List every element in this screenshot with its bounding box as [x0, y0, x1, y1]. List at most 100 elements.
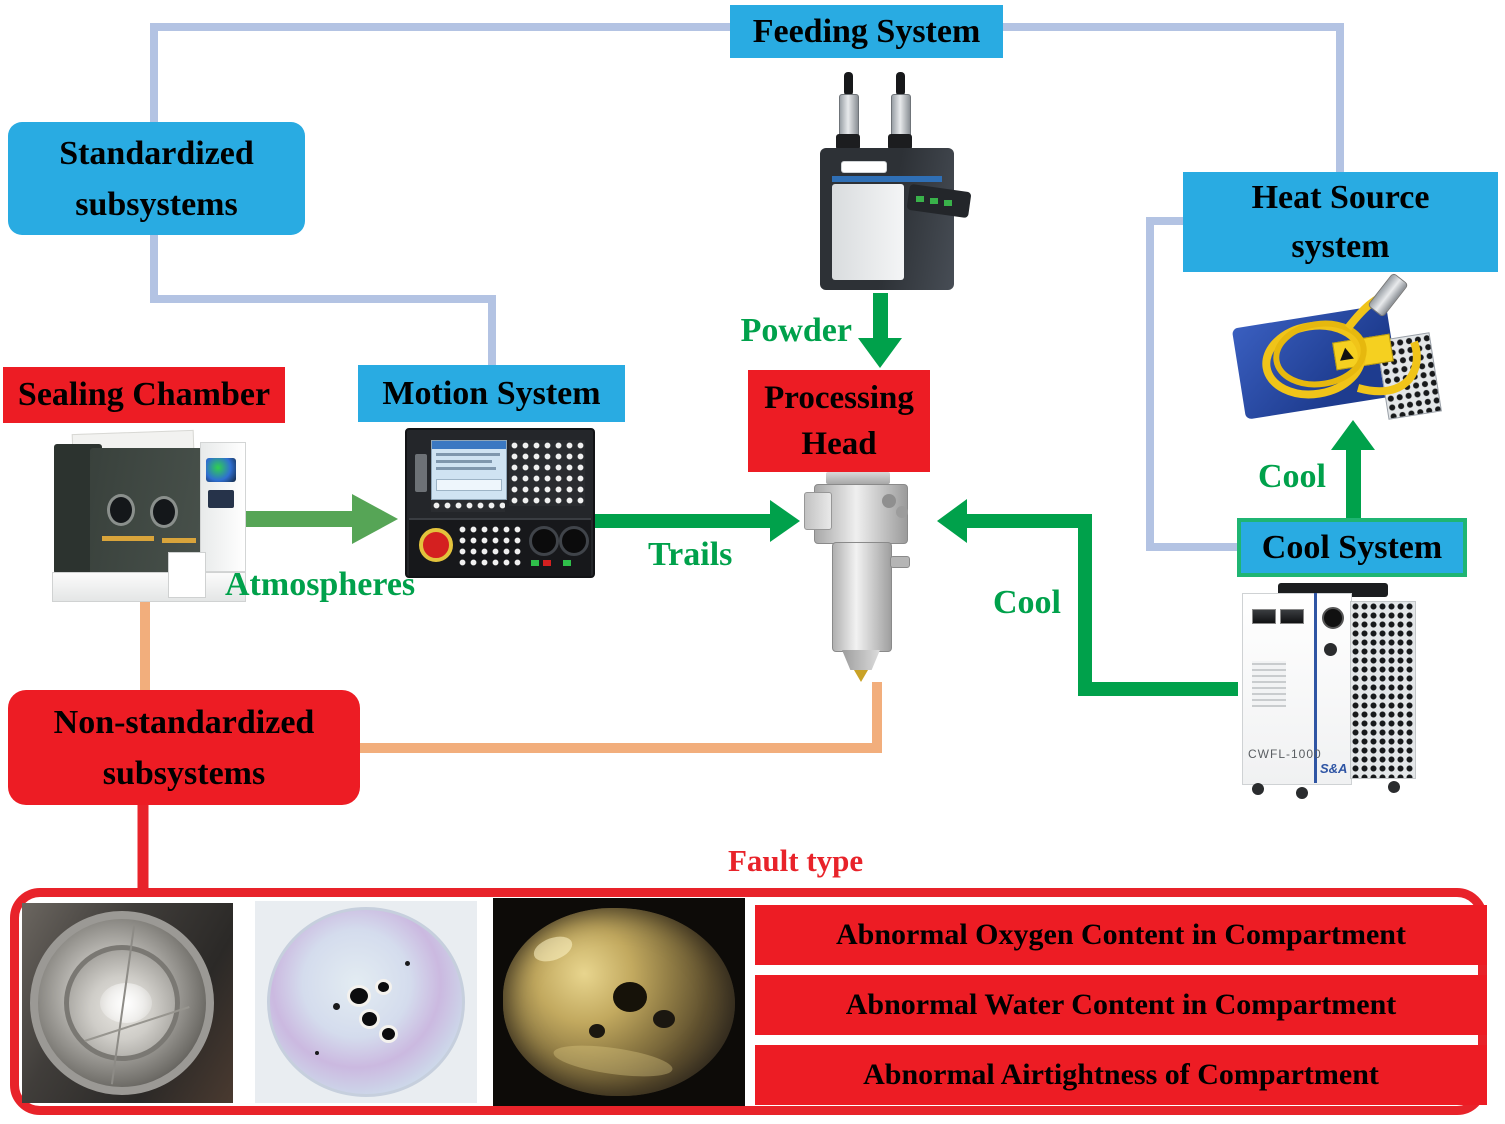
machine-yellow-strip — [162, 538, 196, 543]
panel-screen-line — [436, 467, 496, 470]
panel-lower-keys — [457, 524, 523, 568]
head-fitting — [890, 556, 910, 568]
head-side-module — [804, 492, 832, 530]
feeder-button — [916, 196, 924, 202]
arrow-trails — [593, 500, 800, 542]
cool-right-label: Cool — [1258, 458, 1326, 495]
melt-hole — [613, 982, 647, 1012]
machine-base — [52, 572, 246, 602]
water-speck — [405, 961, 410, 966]
node-standardized-subsystems[interactable]: Standardized subsystems — [8, 122, 305, 235]
fault-item-water[interactable]: Abnormal Water Content in Compartment — [755, 975, 1487, 1035]
melt-hole — [589, 1024, 605, 1038]
arrow-powder — [858, 293, 902, 368]
node-cool-system[interactable]: Cool System — [1237, 518, 1467, 577]
chiller-caster — [1388, 781, 1400, 793]
machine-porthole — [107, 494, 135, 526]
head-nozzle-tip — [854, 670, 868, 682]
panel-screen-line — [436, 453, 500, 456]
laser-fiber-coil — [1262, 290, 1421, 399]
emergency-stop-button — [419, 528, 453, 562]
oxidized-melt-photo — [493, 898, 745, 1106]
cnc-control-panel-image — [405, 428, 595, 578]
panel-screen — [431, 440, 507, 500]
feeder-button — [944, 200, 952, 206]
water-chiller-image: CWFL-1000 S&A — [1238, 583, 1424, 801]
machine-screen — [206, 458, 236, 482]
chiller-blue-stripe — [1314, 593, 1317, 783]
chiller-brand-logo: S&A — [1320, 761, 1348, 776]
machine-yellow-strip — [102, 536, 154, 541]
panel-screen-window — [436, 479, 502, 491]
fault-type-title: Fault type — [728, 843, 864, 878]
sealing-chamber-machine-image — [50, 429, 250, 602]
wire-nonstandardized-to-processinghead — [360, 682, 882, 753]
cool-center-label: Cool — [993, 584, 1061, 621]
node-non-standardized-subsystems[interactable]: Non-standardized subsystems — [8, 690, 360, 805]
node-heat-source-system[interactable]: Heat Source system — [1183, 172, 1498, 272]
fault-item-oxygen[interactable]: Abnormal Oxygen Content in Compartment — [755, 905, 1487, 965]
node-sealing-chamber[interactable]: Sealing Chamber — [3, 367, 285, 423]
machine-porthole — [150, 496, 178, 528]
chiller-display — [1252, 609, 1276, 624]
fault-item-airtightness[interactable]: Abnormal Airtightness of Compartment — [755, 1045, 1487, 1105]
machine-screen-small — [208, 490, 234, 508]
arrow-cool-to-laser — [1331, 420, 1375, 518]
water-droplet — [379, 1025, 398, 1043]
panel-knob — [529, 526, 559, 556]
chiller-spec-label — [1252, 661, 1286, 707]
wet-lens-photo — [255, 901, 477, 1103]
panel-led — [563, 560, 571, 566]
node-feeding-system[interactable]: Feeding System — [730, 5, 1003, 58]
panel-led — [531, 560, 539, 566]
panel-screen-line — [436, 460, 492, 463]
feeder-nozzle — [896, 72, 905, 96]
panel-led — [543, 560, 551, 566]
chiller-model-text: CWFL-1000 — [1248, 747, 1322, 761]
node-processing-head[interactable]: Processing Head — [748, 370, 930, 472]
fiber-laser-source-image — [1228, 272, 1452, 432]
head-body — [832, 542, 892, 652]
chiller-display — [1280, 609, 1304, 624]
trails-label: Trails — [648, 536, 733, 573]
feeder-collar — [888, 134, 912, 150]
water-speck — [333, 1003, 340, 1010]
chiller-caster — [1296, 787, 1308, 799]
water-droplet — [359, 1009, 380, 1029]
head-cone — [842, 650, 880, 670]
water-droplet — [347, 985, 371, 1007]
wire-standardized-to-feeding — [150, 23, 734, 130]
machine-door — [168, 552, 206, 598]
chiller-knob — [1324, 643, 1337, 656]
melt-hole — [653, 1010, 675, 1028]
head-flange — [826, 472, 890, 484]
water-droplet — [375, 979, 392, 995]
panel-handle — [415, 454, 427, 492]
panel-knob — [559, 526, 589, 556]
feeder-logo-plate — [842, 162, 886, 172]
feeder-nozzle — [844, 72, 853, 96]
node-motion-system[interactable]: Motion System — [358, 365, 625, 422]
panel-screen-header — [432, 441, 506, 449]
feeder-collar — [836, 134, 860, 150]
cracked-lens-photo — [22, 903, 233, 1103]
arrow-chiller-to-processinghead — [937, 499, 1238, 696]
arrow-atmospheres — [246, 494, 398, 544]
chiller-gauge — [1322, 607, 1344, 629]
feeder-button — [930, 198, 938, 204]
head-knob — [882, 494, 896, 508]
processing-head-image — [798, 472, 922, 684]
wire-standardized-to-motion — [150, 233, 496, 368]
wire-heatsource-to-coolsystem — [1146, 217, 1240, 551]
atmospheres-label: Atmospheres — [225, 566, 416, 603]
chiller-grille — [1350, 601, 1416, 779]
panel-softkeys — [431, 500, 505, 512]
feeder-front-panel — [832, 184, 904, 280]
chiller-caster — [1252, 783, 1264, 795]
wire-feeding-to-heatsource — [1003, 23, 1344, 176]
powder-label: Powder — [740, 312, 852, 349]
panel-keypad — [509, 440, 585, 506]
head-knob — [896, 506, 908, 518]
